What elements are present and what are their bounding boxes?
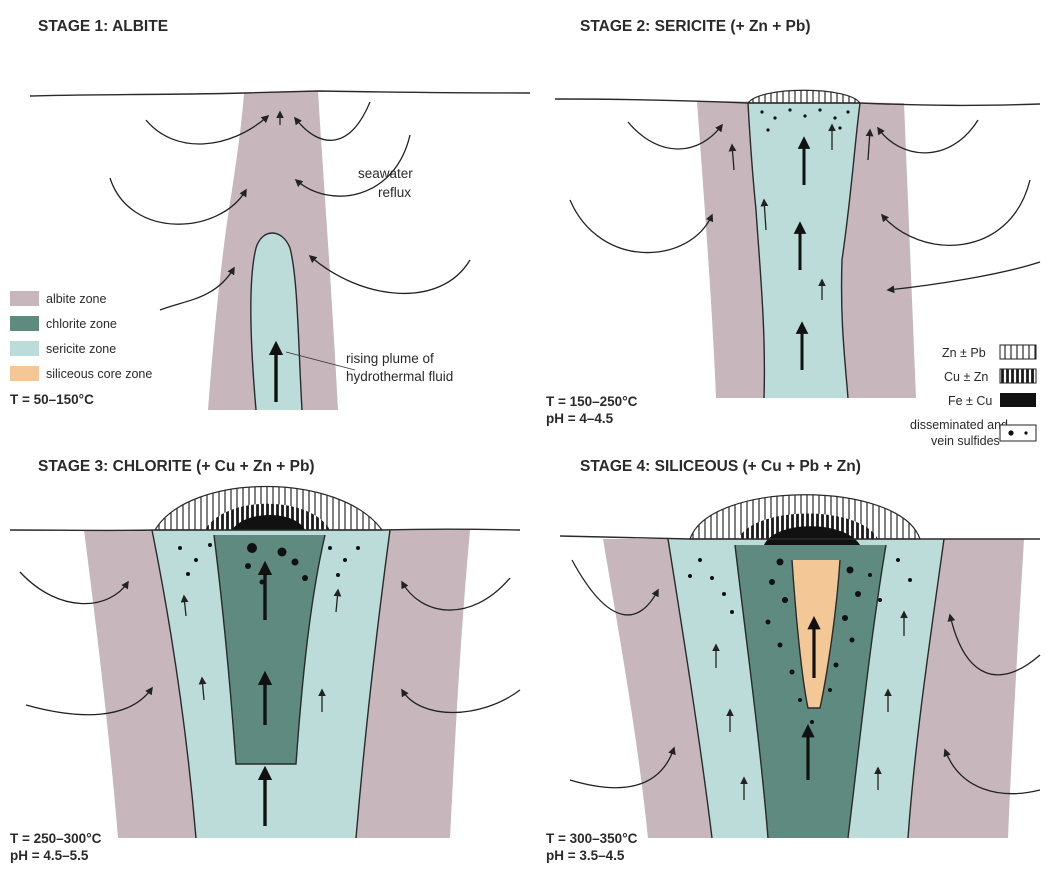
- albite-swatch: [10, 291, 39, 306]
- seawater-label: seawater: [358, 166, 413, 181]
- legend-item-disseminated: disseminated and vein sulfides: [910, 418, 1036, 448]
- hydrothermal-fluid-label: hydrothermal fluid: [346, 369, 453, 384]
- legend-item-sericite: sericite zone: [10, 341, 116, 356]
- stage-2-panel: STAGE 2: SERICITE (+ Zn + Pb): [546, 18, 1040, 448]
- stage-4-panel: STAGE 4: SILICEOUS (+ Cu + Pb + Zn): [546, 458, 1040, 863]
- chlorite-swatch: [10, 316, 39, 331]
- disseminated-swatch: [1000, 425, 1036, 441]
- stage-4-title: STAGE 4: SILICEOUS (+ Cu + Pb + Zn): [580, 458, 861, 475]
- legend-item-siliceous: siliceous core zone: [10, 366, 152, 381]
- disseminated-legend-label: disseminated and: [910, 418, 1008, 432]
- stage-4-ph: pH = 3.5–4.5: [546, 848, 625, 863]
- zn-pb-swatch: [1000, 345, 1036, 359]
- stage-1-title: STAGE 1: ALBITE: [38, 18, 168, 35]
- zone-legend: albite zone chlorite zone sericite zone …: [10, 291, 152, 381]
- cu-zn-legend-label: Cu ± Zn: [944, 370, 988, 384]
- vein-sulfides-legend-label: vein sulfides: [931, 434, 1000, 448]
- reflux-label: reflux: [378, 185, 411, 200]
- chlorite-legend-label: chlorite zone: [46, 317, 117, 331]
- albite-legend-label: albite zone: [46, 292, 107, 306]
- stage-3-temperature: T = 250–300°C: [10, 831, 102, 846]
- stage-1-panel: STAGE 1: ALBITE seawater reflux rising p…: [10, 18, 530, 410]
- fe-cu-legend-label: Fe ± Cu: [948, 394, 992, 408]
- stage-2-title: STAGE 2: SERICITE (+ Zn + Pb): [580, 18, 811, 35]
- stage-3-ph: pH = 4.5–5.5: [10, 848, 89, 863]
- stage-3-panel: STAGE 3: CHLORITE (+ Cu + Zn + Pb): [10, 458, 520, 863]
- rising-plume-label: rising plume of: [346, 351, 434, 366]
- legend-item-fe-cu: Fe ± Cu: [948, 393, 1036, 408]
- cu-zn-swatch: [1000, 369, 1036, 383]
- sulfide-legend: Zn ± Pb Cu ± Zn Fe ± Cu disseminated and…: [910, 345, 1036, 448]
- fe-cu-swatch: [1000, 393, 1036, 407]
- stage-1-temperature: T = 50–150°C: [10, 392, 94, 407]
- stage-2-ph: pH = 4–4.5: [546, 411, 614, 426]
- stage-2-temperature: T = 150–250°C: [546, 394, 638, 409]
- legend-item-zn-pb: Zn ± Pb: [942, 345, 1036, 360]
- legend-item-cu-zn: Cu ± Zn: [944, 369, 1036, 384]
- stage-4-temperature: T = 300–350°C: [546, 831, 638, 846]
- sericite-swatch: [10, 341, 39, 356]
- legend-item-albite: albite zone: [10, 291, 107, 306]
- sericite-legend-label: sericite zone: [46, 342, 116, 356]
- legend-item-chlorite: chlorite zone: [10, 316, 117, 331]
- zn-pb-mound: [748, 90, 860, 103]
- siliceous-swatch: [10, 366, 39, 381]
- stage-3-title: STAGE 3: CHLORITE (+ Cu + Zn + Pb): [38, 458, 315, 475]
- siliceous-legend-label: siliceous core zone: [46, 367, 152, 381]
- zn-pb-legend-label: Zn ± Pb: [942, 346, 986, 360]
